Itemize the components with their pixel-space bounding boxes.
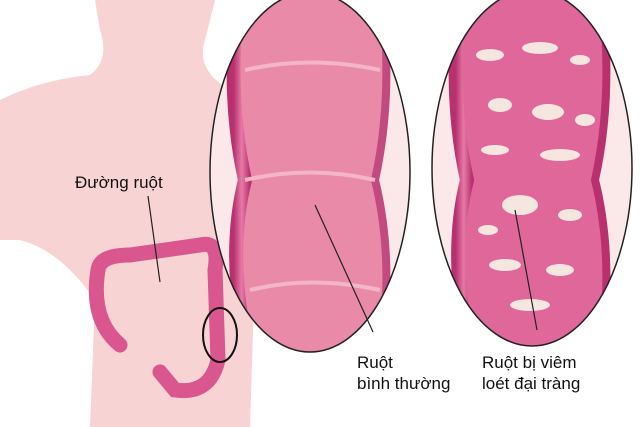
leader-line-normal	[314, 204, 374, 333]
inflamed-intestine-frame	[431, 0, 633, 347]
colon	[88, 236, 226, 399]
body-silhouette	[0, 0, 260, 427]
label-ulcer: Ruột bị viêm loét đại tràng	[482, 352, 580, 394]
label-intestine: Đường ruột	[75, 173, 163, 192]
colon-highlight-circle	[202, 307, 238, 363]
inflamed-intestine	[432, 0, 632, 346]
label-normal: Ruột bình thường	[357, 352, 450, 394]
label-normal-line1: Ruột	[357, 353, 393, 372]
label-normal-line2: bình thường	[357, 374, 451, 393]
leader-line-intestine	[147, 195, 161, 283]
leader-line-ulcer	[514, 209, 538, 331]
label-ulcer-line1: Ruột bị viêm	[482, 353, 577, 372]
normal-intestine-frame	[209, 0, 411, 353]
label-ulcer-line2: loét đại tràng	[482, 374, 581, 393]
ulcer-patches	[476, 42, 595, 311]
